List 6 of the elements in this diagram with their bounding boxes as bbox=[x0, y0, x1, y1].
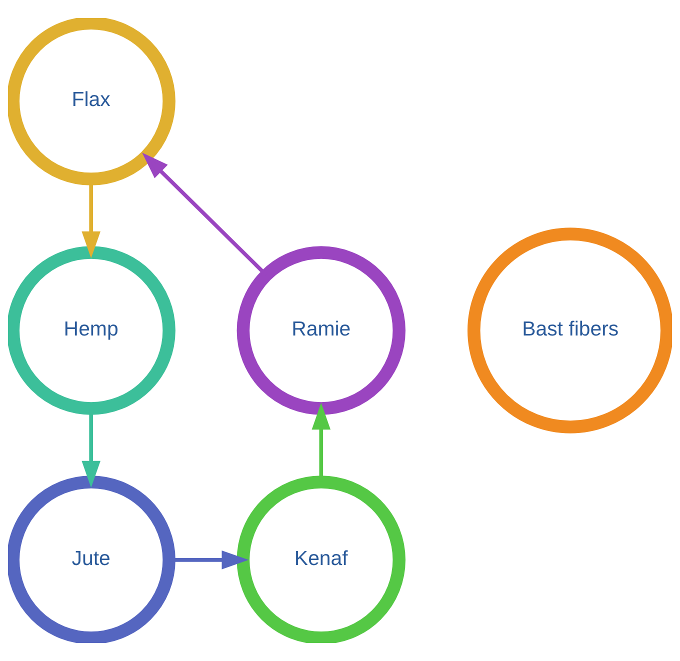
node-circle: Jute bbox=[8, 476, 176, 643]
node-circle: Kenaf bbox=[236, 476, 406, 643]
node-circle: Bast fibers bbox=[468, 228, 672, 434]
node-circle: Flax bbox=[8, 18, 176, 186]
node-circle: Hemp bbox=[8, 246, 176, 415]
node-circle: Ramie bbox=[236, 246, 406, 415]
